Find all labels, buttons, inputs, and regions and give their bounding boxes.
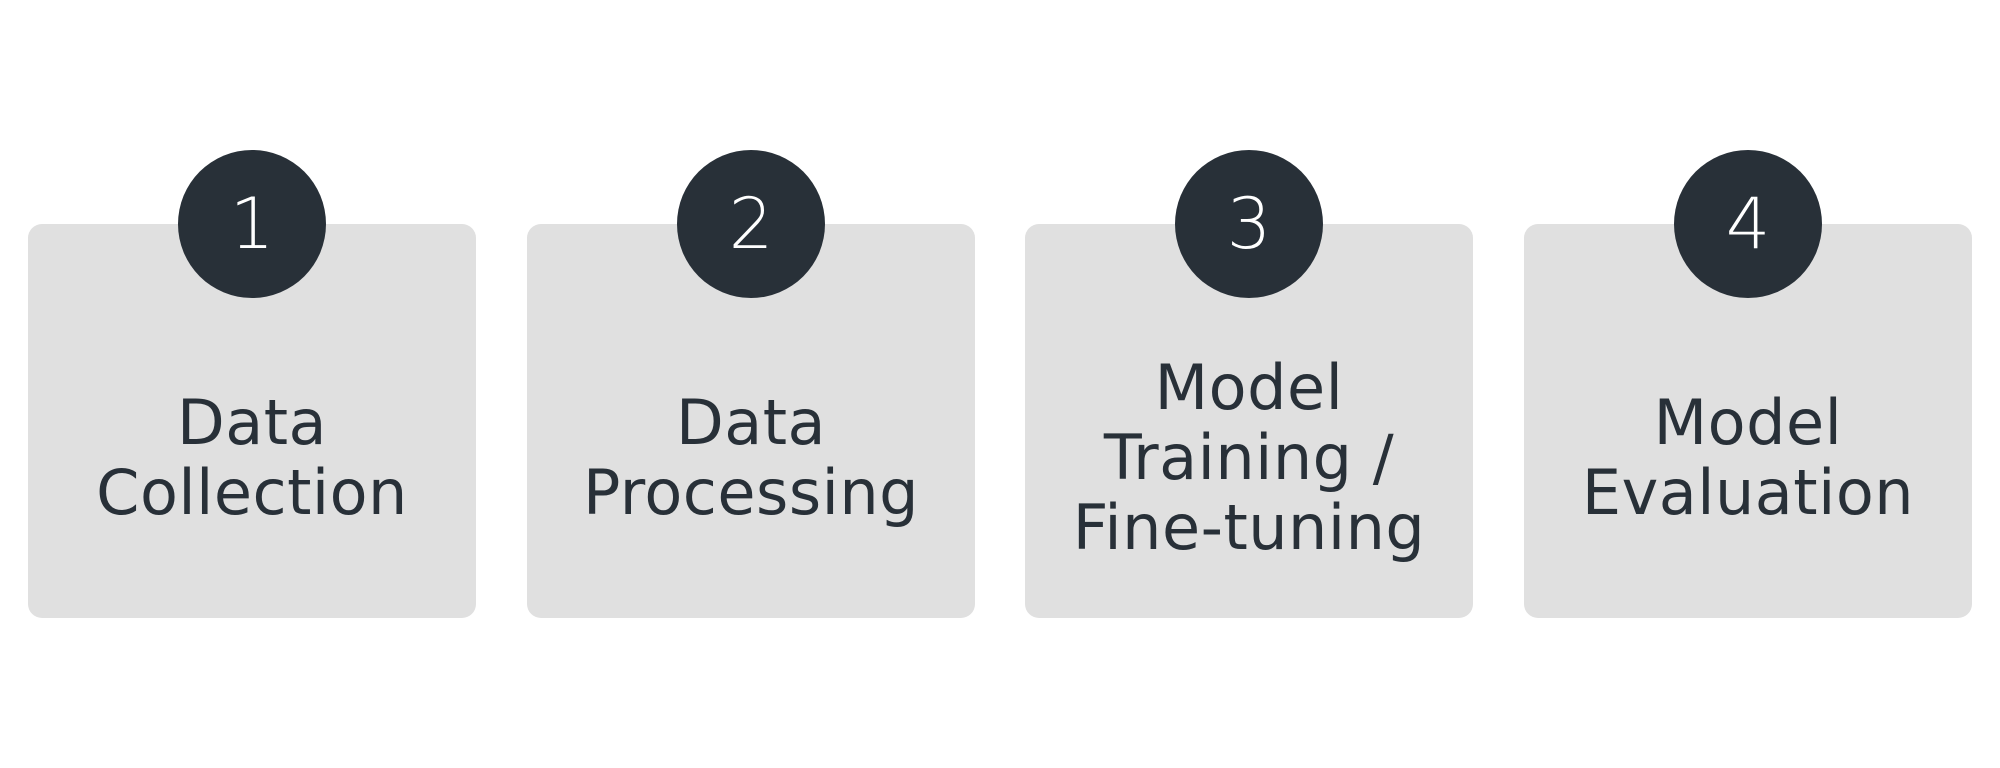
step-label-line: Fine-tuning [1072,491,1426,564]
step-number-badge: 3 [1175,150,1323,298]
step-label-line: Processing [582,456,920,529]
step-label-line: Evaluation [1581,456,1915,529]
step-number: 2 [728,183,774,265]
step-data-collection: 1 Data Collection [28,150,476,618]
step-label: Data Collection [28,298,476,618]
step-label-line: Model [1653,386,1843,459]
step-number-badge: 2 [677,150,825,298]
step-number: 3 [1226,183,1272,265]
step-label-line: Collection [96,456,408,529]
step-label: Data Processing [527,298,975,618]
step-label-line: Training / [1103,421,1395,494]
step-label-line: Model [1154,351,1344,424]
step-data-processing: 2 Data Processing [527,150,975,618]
step-label-line: Data [675,386,827,459]
step-number-badge: 1 [178,150,326,298]
step-number-badge: 4 [1674,150,1822,298]
step-model-evaluation: 4 Model Evaluation [1524,150,1972,618]
step-label-line: Data [176,386,328,459]
step-number: 1 [229,183,275,265]
step-number: 4 [1725,183,1771,265]
step-label: Model Evaluation [1524,298,1972,618]
step-model-training: 3 Model Training / Fine-tuning [1025,150,1473,618]
step-label: Model Training / Fine-tuning [1025,298,1473,618]
